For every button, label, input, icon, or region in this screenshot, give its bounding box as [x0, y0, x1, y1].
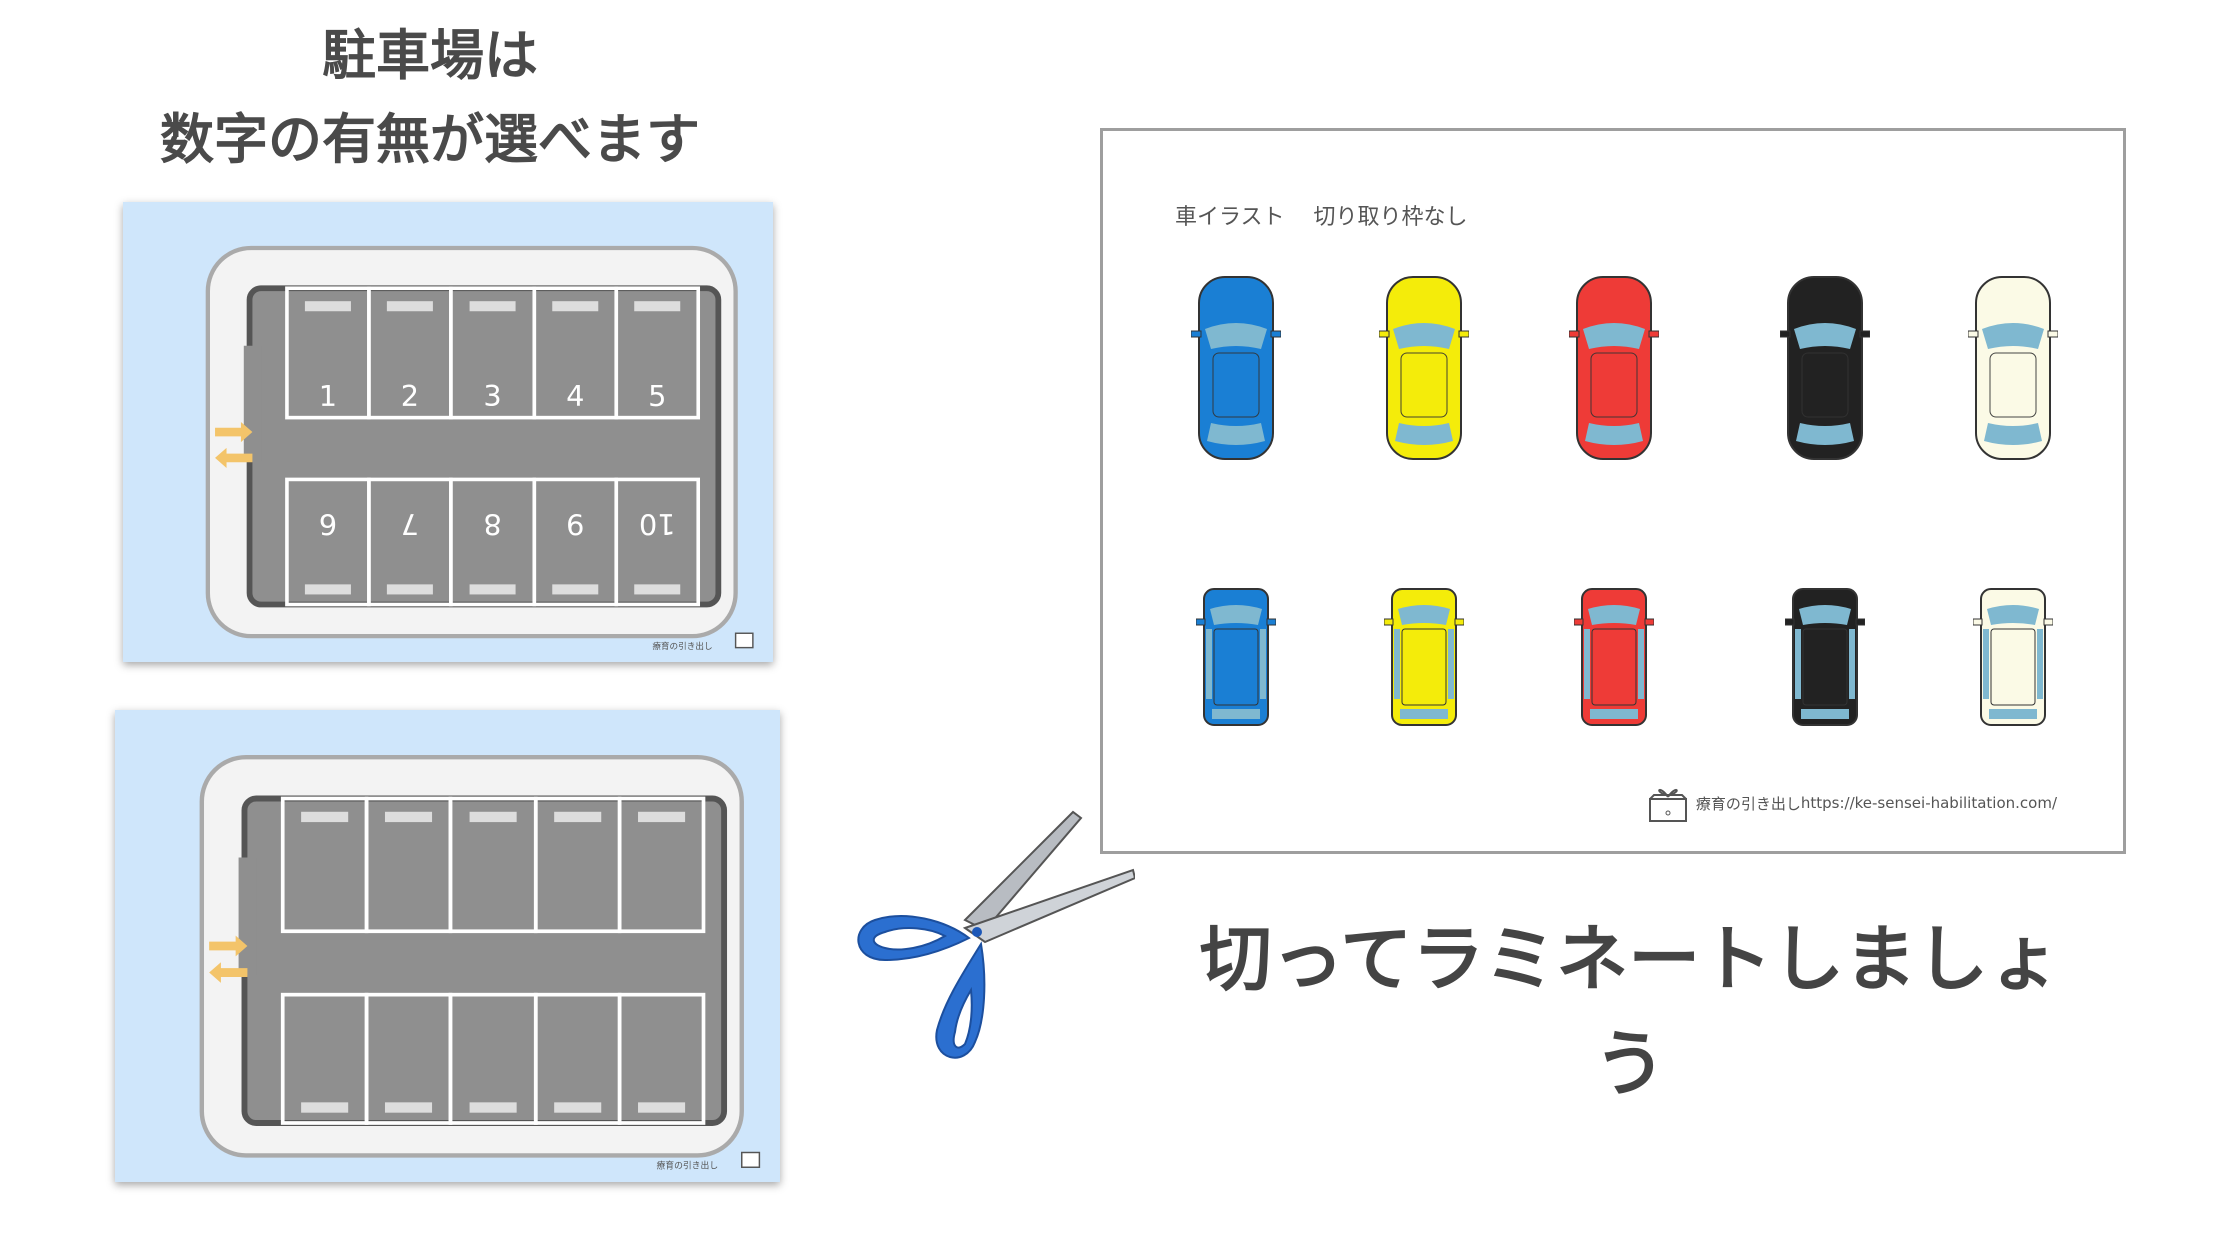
footer-url[interactable]: https://ke-sensei-habilitation.com/	[1800, 794, 2057, 812]
wheel-stop	[469, 584, 516, 595]
wheel-stop	[304, 584, 351, 595]
stall-number: 7	[401, 507, 419, 541]
car-sedan-top-view	[1379, 276, 1469, 460]
gift-box-logo-icon	[734, 632, 754, 649]
wheel-stop	[469, 301, 516, 312]
wheel-stop	[384, 811, 433, 823]
wheel-stop	[384, 1102, 433, 1113]
wheel-stop	[386, 584, 433, 595]
wheel-stop	[634, 301, 681, 312]
parking-lot-surface	[241, 795, 728, 1126]
gift-box-logo-icon	[741, 1151, 761, 1168]
wheel-stop	[386, 301, 433, 312]
wheel-stop	[469, 1102, 517, 1113]
brand-label: 療育の引き出し	[656, 1160, 718, 1172]
wheel-stop	[552, 584, 599, 595]
stall-number: 5	[648, 379, 666, 413]
heading-line-1: 駐車場は	[322, 24, 538, 87]
arrow-right-icon	[209, 935, 248, 957]
parking-lot-surface	[246, 285, 722, 608]
parking-sheet-numbered: 1 6 2 7 3 8 4 9 5 10 療育の引き出し	[123, 202, 773, 662]
brand-label: 療育の引き出し	[652, 640, 712, 652]
gift-box-logo-icon	[1648, 789, 1687, 822]
car-minivan-top-view	[1384, 588, 1464, 726]
car-sedan-top-view	[1780, 276, 1870, 460]
footer-brand: 療育の引き出し	[1695, 794, 1801, 813]
wheel-stop	[554, 1102, 602, 1113]
heading: 駐車場は 数字の有無が選べます	[100, 14, 760, 182]
stall-number: 8	[483, 507, 501, 541]
stall-number: 9	[566, 507, 584, 541]
stall-number: 2	[401, 379, 419, 413]
car-minivan-top-view	[1785, 588, 1865, 726]
wheel-stop	[554, 811, 602, 823]
parking-stall	[614, 477, 701, 607]
car-minivan-top-view	[1196, 588, 1276, 726]
entrance-gap	[238, 857, 257, 976]
scissors-icon	[857, 810, 1135, 1059]
heading-line-2: 数字の有無が選べます	[160, 108, 700, 171]
stall-number: 1	[319, 379, 337, 413]
arrow-right-icon	[215, 421, 253, 443]
stall-number: 10	[639, 507, 676, 541]
stall-number: 4	[566, 379, 584, 413]
entrance-gap	[243, 345, 262, 461]
sheet-title: 車イラスト 切り取り枠なし	[1175, 205, 1468, 230]
arrow-left-icon	[215, 447, 253, 468]
car-sedan-top-view	[1968, 276, 2058, 460]
car-minivan-top-view	[1574, 588, 1654, 726]
wheel-stop	[301, 1102, 349, 1113]
stall-number: 3	[483, 379, 501, 413]
parking-stall	[617, 796, 706, 934]
stall-number: 6	[319, 507, 337, 541]
wheel-stop	[301, 811, 349, 823]
wheel-stop	[634, 584, 681, 595]
arrow-left-icon	[209, 962, 248, 983]
wheel-stop	[638, 811, 686, 823]
car-sedan-top-view	[1191, 276, 1281, 460]
car-minivan-top-view	[1973, 588, 2053, 726]
car-sedan-top-view	[1569, 276, 1659, 460]
wheel-stop	[469, 811, 517, 823]
call-to-action-text: 切ってラミネートしましょう	[1199, 917, 2061, 1106]
parking-stall	[617, 992, 706, 1125]
wheel-stop	[638, 1102, 686, 1113]
wheel-stop	[552, 301, 599, 312]
parking-sheet-blank: 療育の引き出し	[115, 710, 780, 1182]
wheel-stop	[304, 301, 351, 312]
parking-stall	[614, 286, 701, 420]
